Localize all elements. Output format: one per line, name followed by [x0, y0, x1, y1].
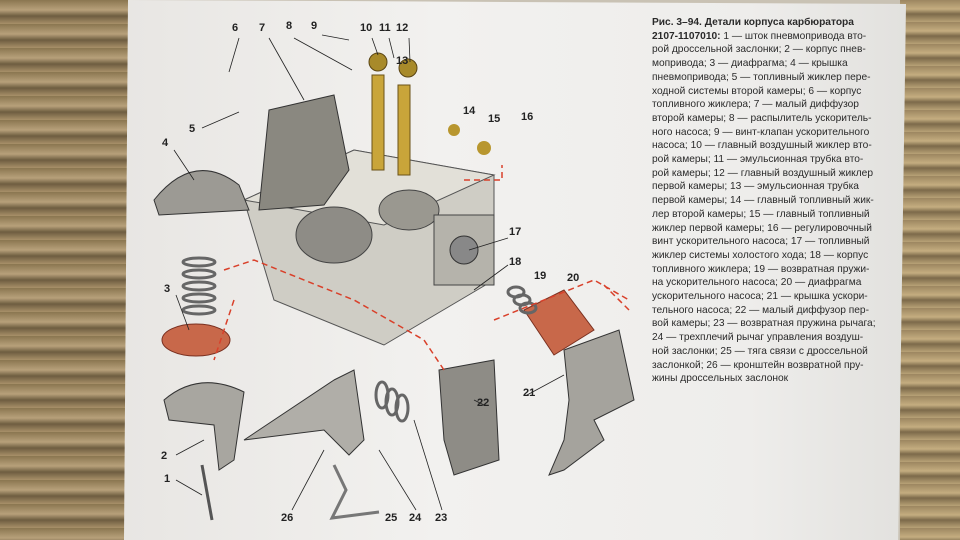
part-label-21: 21: [523, 387, 536, 399]
part-label-16: 16: [521, 111, 534, 123]
caption-line: рой дроссельной заслонки; 2 — корпус пне…: [652, 44, 866, 56]
printed-page: [124, 0, 906, 540]
part-label-9: 9: [311, 20, 318, 32]
cardboard-background-left: [0, 0, 128, 540]
caption-line: жиклер системы холостого хода; 18 — корп…: [652, 249, 869, 261]
part-label-3: 3: [164, 283, 171, 295]
figure-caption: Рис. 3–94. Детали корпуса карбюратора 21…: [652, 16, 902, 386]
part-label-6: 6: [232, 22, 239, 34]
caption-line: ного насоса; 9 — винт-клапан ускорительн…: [652, 126, 870, 138]
caption-line: топливного жиклера; 7 — малый диффузор: [652, 99, 859, 111]
part-label-26: 26: [281, 512, 294, 524]
caption-line: первой камеры; 13 — эмульсионная трубка: [652, 181, 859, 193]
caption-line: на ускорительного насоса; 20 — диафрагма: [652, 277, 862, 289]
caption-line: лер второй камеры; 15 — главный топливны…: [652, 208, 870, 220]
spring-3: [181, 256, 217, 316]
caption-line: насоса; 10 — главный воздушный жиклер вт…: [652, 140, 872, 152]
part-label-15: 15: [488, 113, 501, 125]
part-label-22: 22: [477, 397, 490, 409]
pump-spring-19: [506, 285, 538, 315]
caption-line: рой камеры; 12 — главный воздушный жикле…: [652, 167, 874, 179]
caption-line: пневмопривода; 5 — топливный жиклер пере…: [652, 71, 871, 83]
part-label-7: 7: [259, 22, 266, 34]
caption-line: второй камеры; 8 — распылитель ускорител…: [652, 112, 872, 124]
pneumatic-housing-2: [163, 382, 245, 471]
caption-line: тельного насоса; 22 — малый диффузор пер…: [652, 304, 869, 316]
pump-cover-21: [548, 329, 635, 476]
part-label-14: 14: [463, 105, 476, 117]
part-label-10: 10: [360, 22, 373, 34]
leader-lines: [173, 34, 565, 511]
caption-line: ходной системы второй камеры; 6 — корпус: [652, 85, 862, 97]
part-label-18: 18: [509, 256, 522, 268]
diaphragm-3: [161, 323, 231, 357]
caption-line: мопривода; 3 — диафрагма; 4 — крышка: [652, 58, 848, 70]
part-label-24: 24: [409, 512, 422, 524]
pneumatic-cover-4: [153, 170, 250, 216]
caption-title: Рис. 3–94. Детали корпуса карбюратора: [652, 17, 854, 28]
caption-line: винт ускорительного насоса; 17 — топливн…: [652, 236, 870, 248]
caption-line: жиклер первой камеры; 16 — регулировочны…: [652, 222, 872, 234]
emulsion-tube-13: [397, 84, 411, 176]
part-label-12: 12: [396, 22, 409, 34]
caption-line: ускорительного насоса; 21 — крышка ускор…: [652, 291, 868, 303]
caption-line: жины дроссельных заслонок: [652, 373, 789, 385]
part-label-2: 2: [161, 450, 168, 462]
caption-line: 2107-1107010: 1 — шток пневмопривода вто…: [652, 30, 902, 44]
caption-line: вой камеры; 23 — возвратная пружина рыча…: [652, 318, 876, 330]
part-label-4: 4: [162, 137, 169, 149]
part-label-20: 20: [567, 272, 580, 284]
carburetor-exploded-diagram: [153, 34, 635, 521]
red-dashed-leaders: [213, 165, 630, 371]
cardboard-background-right: [900, 0, 960, 540]
part-label-11: 11: [379, 22, 391, 34]
caption-line: ной заслонки; 25 — тяга связи с дроссель…: [652, 345, 868, 357]
part-label-17: 17: [509, 226, 522, 238]
caption-lines: рой дроссельной заслонки; 2 — корпус пне…: [652, 43, 902, 386]
lever-24: [243, 369, 365, 456]
small-diffuser-22: [438, 359, 500, 476]
caption-code: 2107-1107010:: [652, 30, 721, 42]
small-diffuser-7: [258, 94, 350, 211]
part-label-1: 1: [164, 473, 171, 485]
caption-text: 1 — шток пневмопривода вто-: [720, 30, 867, 42]
part-label-5: 5: [189, 123, 196, 135]
spring-23: [374, 380, 410, 423]
part-label-25: 25: [385, 512, 398, 524]
part-label-13: 13: [396, 55, 409, 67]
part-label-23: 23: [435, 512, 448, 524]
emulsion-tube-11: [371, 74, 385, 171]
caption-line: первой камеры; 14 — главный топливный жи…: [652, 195, 874, 207]
caption-line: 24 — трехплечий рычаг управления воздуш-: [652, 332, 864, 344]
part-label-8: 8: [286, 20, 293, 32]
caption-line: рой камеры; 11 — эмульсионная трубка вто…: [652, 154, 864, 166]
caption-line: заслонкой; 26 — кронштейн возвратной пру…: [652, 359, 864, 371]
part-label-19: 19: [534, 270, 547, 282]
caption-line: топливного жиклера; 19 — возвратная пруж…: [652, 263, 870, 275]
